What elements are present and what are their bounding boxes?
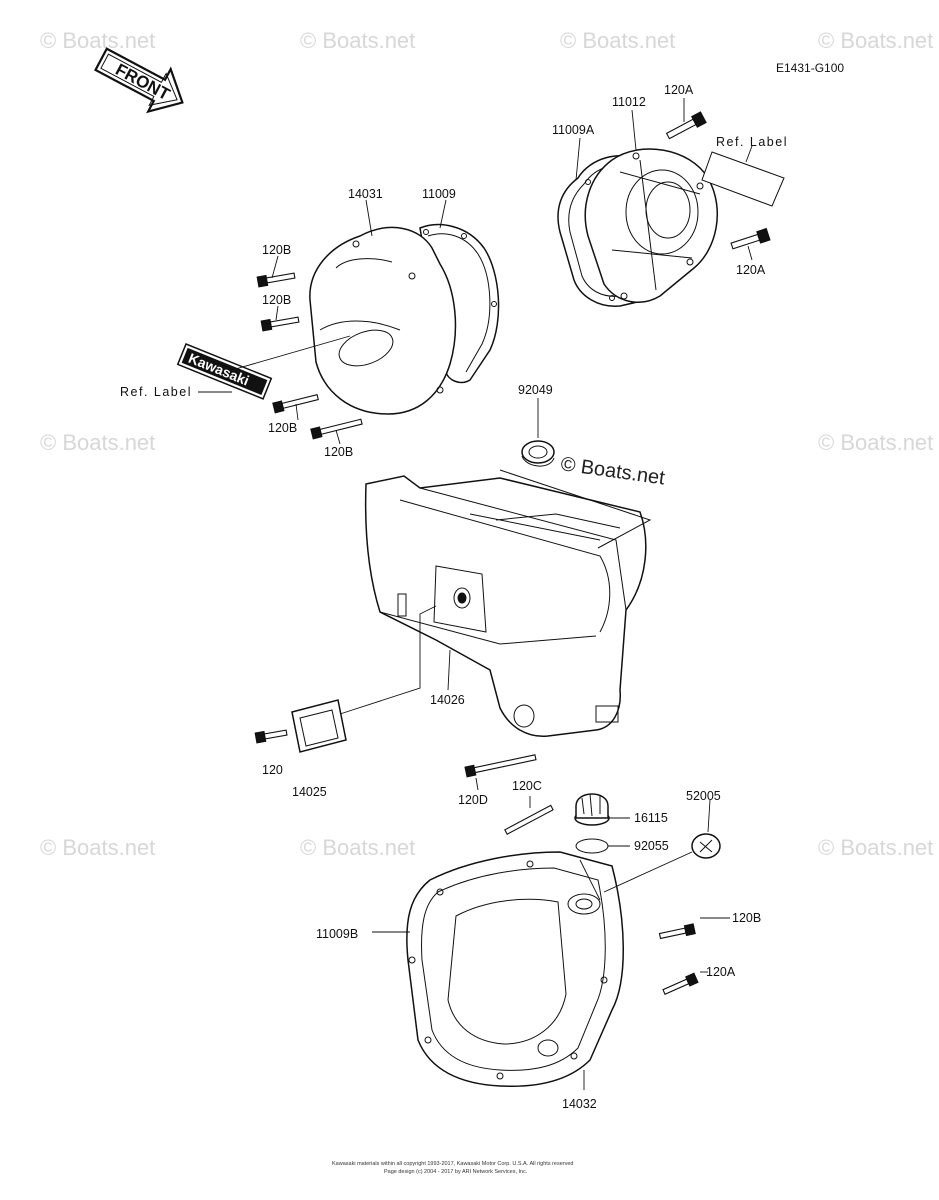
bolt-120B-lower [658, 923, 696, 940]
watermark: © Boats.net [40, 430, 155, 455]
watermark: © Boats.net [818, 835, 933, 860]
label-120C: 120C [512, 779, 542, 793]
label-120B: 120B [732, 911, 761, 925]
bolt-120C [504, 804, 554, 835]
label-120B: 120B [268, 421, 297, 435]
label-ref-label-left: Ref. Label [120, 385, 192, 399]
label-11009B: 11009B [316, 927, 358, 941]
label-11012: 11012 [612, 95, 646, 109]
part-labels: 14031 11009 120B 120B Ref. Label 120B 12… [120, 83, 788, 1111]
label-120B: 120B [324, 445, 353, 459]
label-92049: 92049 [518, 383, 553, 397]
cover-11012 [584, 148, 719, 303]
cover-plate-14025 [291, 699, 347, 753]
label-92055: 92055 [634, 839, 669, 853]
label-16115: 16115 [634, 811, 668, 825]
bolt-120D [464, 754, 537, 778]
diagram-code: E1431-G100 [776, 61, 844, 75]
watermark: © Boats.net [818, 28, 933, 53]
label-120B: 120B [262, 243, 291, 257]
footer-line-2: Page design (c) 2004 - 2017 by ARI Netwo… [384, 1169, 528, 1175]
bolt-120A-mid [730, 227, 771, 250]
oil-seal-92049 [521, 440, 555, 467]
label-11009: 11009 [422, 187, 456, 201]
case-14032 [406, 851, 624, 1088]
bolt-120B-4 [310, 418, 363, 440]
label-120D: 120D [458, 793, 488, 807]
watermark: © Boats.net [40, 835, 155, 860]
label-11009A: 11009A [552, 123, 595, 137]
footer: Kawasaki materials within all copyright … [332, 1161, 574, 1175]
cap-16115 [574, 793, 610, 826]
label-ref-label-right: Ref. Label [716, 135, 788, 149]
ref-label-plate-right [701, 151, 785, 207]
cover-14031 [309, 226, 457, 415]
o-ring-92055 [575, 838, 609, 854]
bolt-120B-3 [272, 394, 319, 414]
label-14032: 14032 [562, 1097, 597, 1111]
label-120A: 120A [736, 263, 766, 277]
bolt-120B-1 [256, 272, 296, 288]
leader-lines [198, 98, 753, 1090]
case-14026 [364, 475, 647, 737]
label-120: 120 [262, 763, 283, 777]
bolt-120A-lower [662, 972, 699, 996]
footer-line-1: Kawasaki materials within all copyright … [332, 1161, 574, 1167]
label-14025: 14025 [292, 785, 327, 799]
label-120B: 120B [262, 293, 291, 307]
label-14026: 14026 [430, 693, 465, 707]
bolt-120B-2 [260, 316, 300, 332]
label-120A: 120A [706, 965, 736, 979]
bolt-120A-top [665, 111, 707, 140]
watermark: © Boats.net [818, 430, 933, 455]
bolt-120 [254, 729, 288, 744]
inline-watermark: © Boats.net [559, 453, 666, 489]
watermark: © Boats.net [300, 28, 415, 53]
watermarks: © Boats.net © Boats.net © Boats.net © Bo… [40, 28, 933, 860]
label-120A: 120A [664, 83, 694, 97]
watermark: © Boats.net [560, 28, 675, 53]
label-14031: 14031 [348, 187, 383, 201]
watermark: © Boats.net [300, 835, 415, 860]
label-52005: 52005 [686, 789, 721, 803]
watermark: © Boats.net [40, 28, 155, 53]
plug-52005 [691, 833, 721, 859]
